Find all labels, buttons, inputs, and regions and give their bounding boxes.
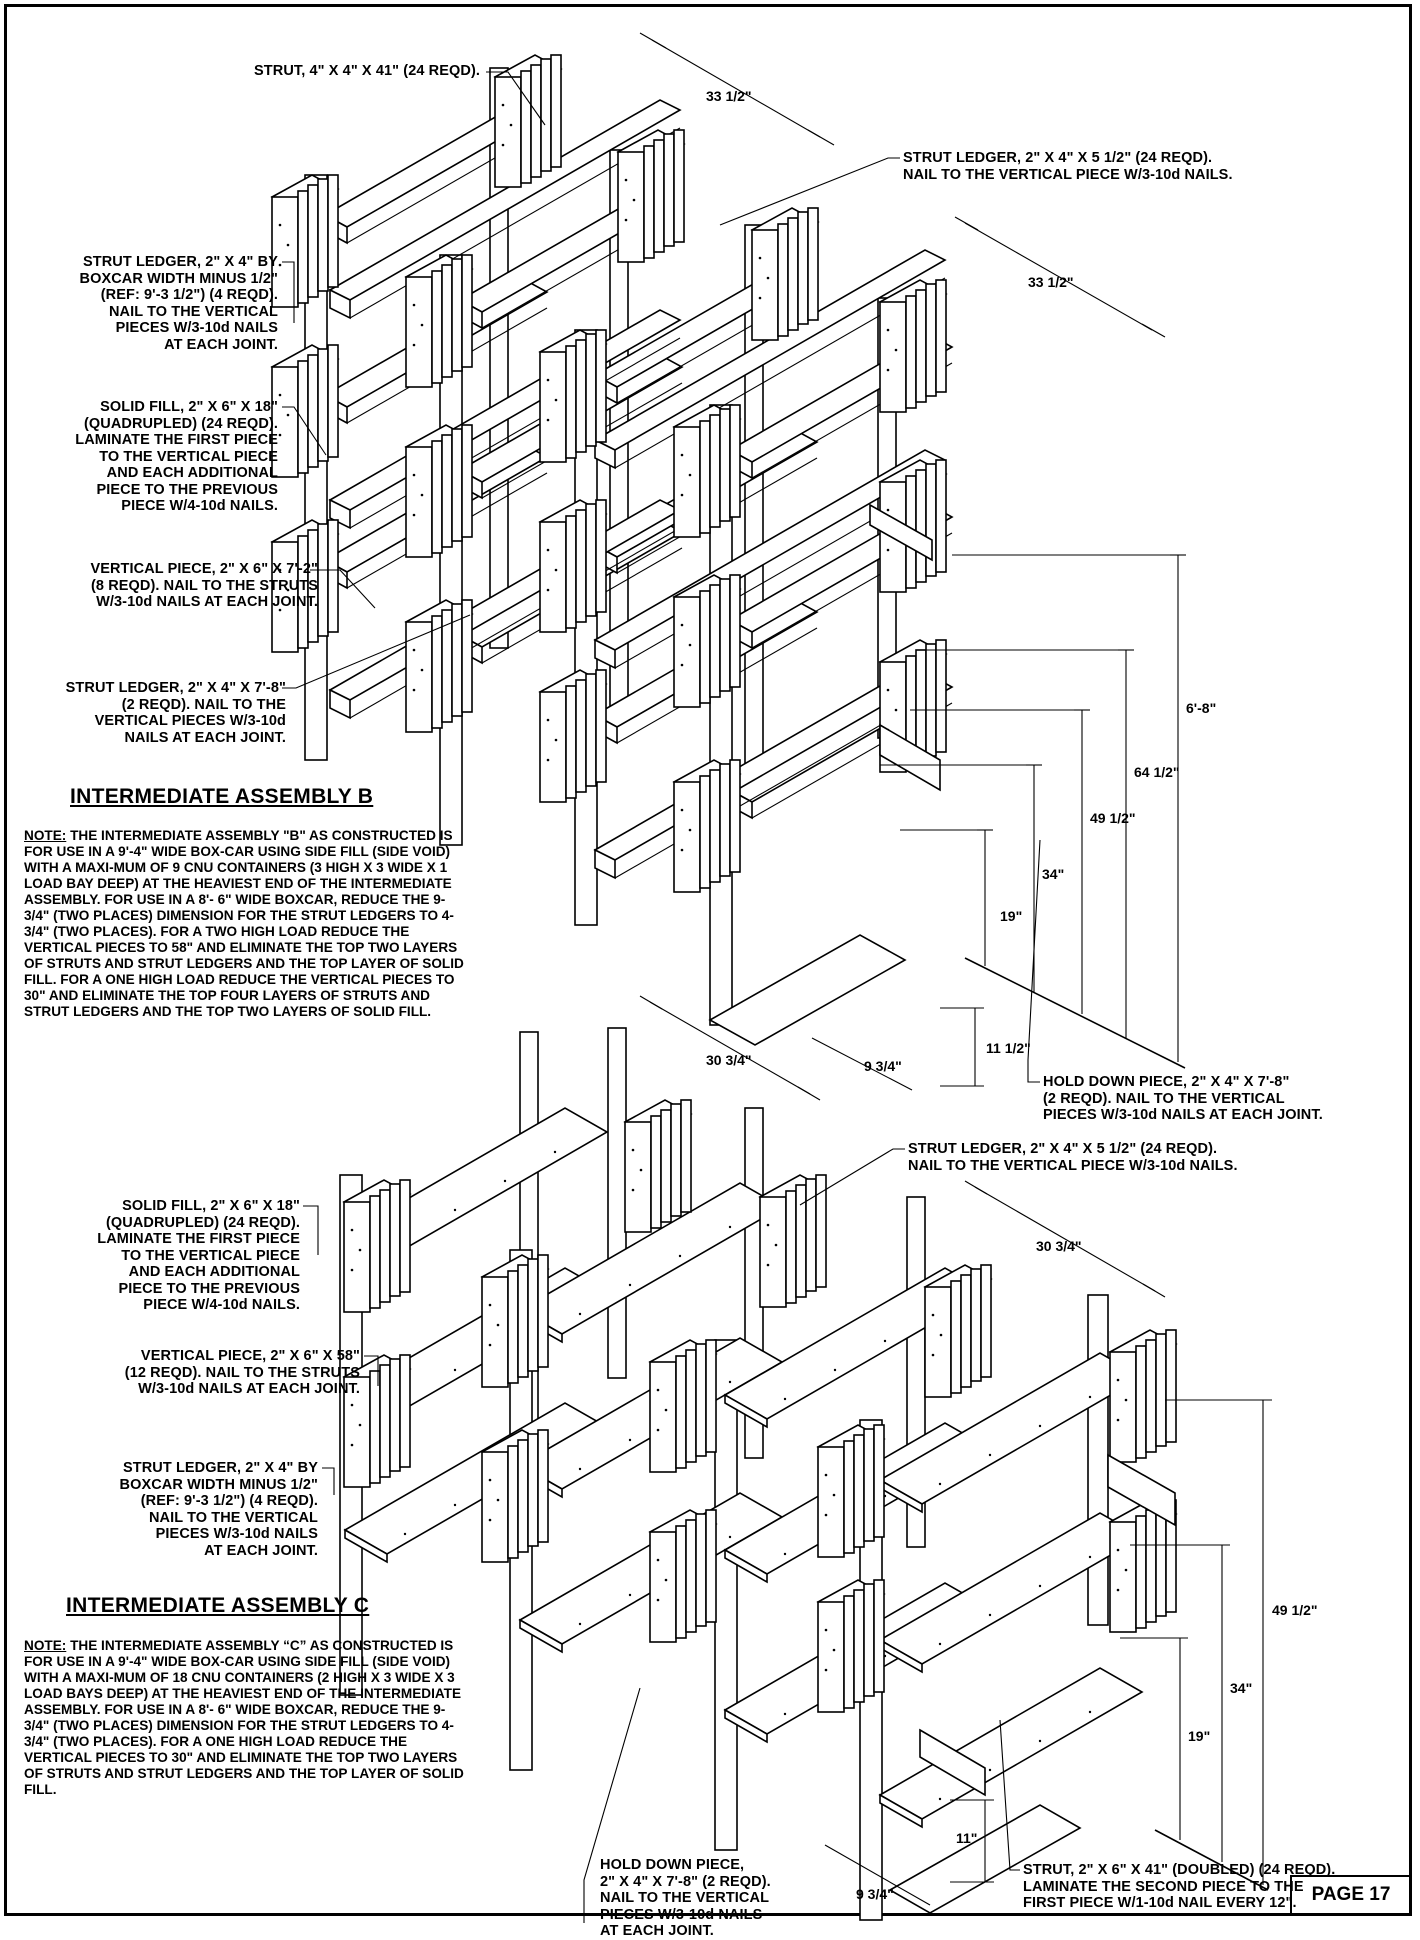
dim-b-9-75: 9 3/4" bbox=[864, 1058, 902, 1074]
dim-c-19: 19" bbox=[1188, 1728, 1211, 1744]
assembly-c-heading: INTERMEDIATE ASSEMBLY C bbox=[66, 1594, 370, 1617]
callout-c-vertical-piece: VERTICAL PIECE, 2" X 6" X 58" (12 REQD).… bbox=[124, 1348, 360, 1397]
assembly-c-note: NOTE: THE INTERMEDIATE ASSEMBLY “C” AS C… bbox=[24, 1638, 464, 1798]
dim-b-64-5: 64 1/2" bbox=[1134, 764, 1180, 780]
callout-c-hold-down: HOLD DOWN PIECE, 2" X 4" X 7'-8" (2 REQD… bbox=[600, 1857, 771, 1939]
dim-b-11-5: 11 1/2" bbox=[986, 1040, 1031, 1056]
assembly-b-note-label: NOTE: bbox=[24, 828, 67, 843]
callout-c-strut-ledger-boxcar: STRUT LEDGER, 2" X 4" BY BOXCAR WIDTH MI… bbox=[119, 1460, 318, 1559]
dim-b-top-depth-2: 33 1/2" bbox=[1028, 274, 1074, 290]
assembly-c-leaders bbox=[303, 1148, 1020, 1923]
page-border bbox=[4, 4, 1412, 1916]
callout-c-solid-fill: SOLID FILL, 2" X 6" X 18" (QUADRUPLED) (… bbox=[97, 1198, 300, 1313]
dim-b-6-8: 6'-8" bbox=[1186, 700, 1217, 716]
dim-c-11: 11" bbox=[956, 1830, 978, 1846]
assembly-c-note-text: THE INTERMEDIATE ASSEMBLY “C” AS CONSTRU… bbox=[24, 1638, 464, 1797]
dim-b-19: 19" bbox=[1000, 908, 1023, 924]
dim-c-top-depth-2: 30 3/4" bbox=[1036, 1238, 1082, 1254]
page-number: PAGE 17 bbox=[1290, 1875, 1412, 1915]
assembly-b-heading: INTERMEDIATE ASSEMBLY B bbox=[70, 785, 374, 808]
callout-b-hold-down: HOLD DOWN PIECE, 2" X 4" X 7'-8" (2 REQD… bbox=[1043, 1074, 1323, 1123]
callout-b-vertical-piece: VERTICAL PIECE, 2" X 6" X 7'-2" (8 REQD)… bbox=[90, 561, 318, 610]
dim-c-49-5: 49 1/2" bbox=[1272, 1602, 1318, 1618]
dim-b-49-5: 49 1/2" bbox=[1090, 810, 1136, 826]
assembly-c-drawing bbox=[339, 1027, 1177, 1921]
callout-b-strut-ledger-boxcar: STRUT LEDGER, 2" X 4" BY BOXCAR WIDTH MI… bbox=[79, 254, 278, 353]
assembly-b-note: NOTE: THE INTERMEDIATE ASSEMBLY "B" AS C… bbox=[24, 828, 464, 1020]
callout-b-strut: STRUT, 4" X 4" X 41" (24 REQD). bbox=[254, 63, 480, 79]
callout-b-strut-ledger-short: STRUT LEDGER, 2" X 4" X 5 1/2" (24 REQD)… bbox=[903, 150, 1233, 183]
callout-b-solid-fill: SOLID FILL, 2" X 6" X 18" (QUADRUPLED) (… bbox=[75, 399, 278, 514]
assembly-b-drawing bbox=[271, 54, 953, 1046]
dim-c-top-depth-1: 30 3/4" bbox=[706, 1052, 752, 1068]
dim-b-34: 34" bbox=[1042, 866, 1065, 882]
assembly-b-dimensions bbox=[639, 32, 1186, 1091]
dim-b-top-depth-1: 33 1/2" bbox=[706, 88, 752, 104]
assembly-c-note-label: NOTE: bbox=[24, 1638, 67, 1653]
callout-c-strut-doubled: STRUT, 2" X 6" X 41" (DOUBLED) (24 REQD)… bbox=[1023, 1862, 1336, 1911]
callout-c-strut-ledger-short: STRUT LEDGER, 2" X 4" X 5 1/2" (24 REQD)… bbox=[908, 1141, 1238, 1174]
dim-c-9-75: 9 3/4" bbox=[856, 1886, 894, 1902]
dim-c-34: 34" bbox=[1230, 1680, 1253, 1696]
assembly-b-note-text: THE INTERMEDIATE ASSEMBLY "B" AS CONSTRU… bbox=[24, 828, 464, 1019]
callout-b-strut-ledger-long: STRUT LEDGER, 2" X 4" X 7'-8" (2 REQD). … bbox=[65, 680, 286, 746]
assembly-c-dimensions bbox=[639, 995, 1272, 1906]
